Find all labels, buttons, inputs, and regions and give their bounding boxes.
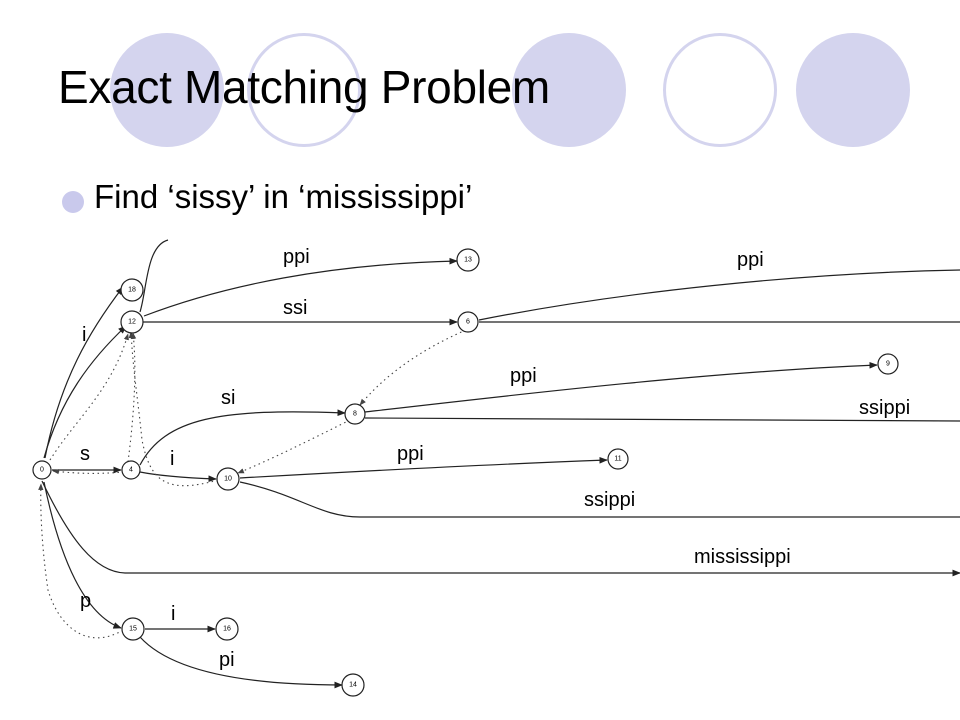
tree-node: 16 — [215, 617, 239, 641]
edge-label: ssippi — [859, 397, 910, 419]
tree-edge — [139, 239, 169, 313]
decorative-circle-filled-1 — [110, 33, 224, 147]
slide-title: Exact Matching Problem — [58, 61, 550, 113]
edge-label: i — [171, 603, 175, 625]
tree-edge — [139, 409, 346, 466]
node-label: 9 — [886, 361, 890, 368]
tree-node: 11 — [607, 448, 629, 470]
tree-node: 6 — [457, 311, 479, 333]
edge-label: p — [80, 590, 91, 612]
decorative-circle-ring-1 — [247, 33, 361, 147]
decorative-circle-filled-2 — [512, 33, 626, 147]
node-label: 16 — [223, 626, 231, 633]
node-label: 8 — [353, 411, 357, 418]
bullet-dot-icon — [62, 191, 84, 213]
tree-edge — [239, 456, 608, 479]
node-label: 11 — [614, 456, 621, 463]
edge-label: ppi — [283, 246, 310, 268]
suffix-link — [127, 332, 137, 463]
node-label: 6 — [466, 319, 470, 326]
tree-node: 9 — [877, 353, 899, 375]
tree-node: 15 — [121, 617, 145, 641]
suffix-link — [359, 329, 467, 406]
suffix-link — [49, 333, 129, 461]
tree-edge — [41, 480, 960, 577]
tree-node: 13 — [456, 248, 480, 272]
tree-edge — [44, 286, 124, 459]
suffix-link — [38, 483, 124, 639]
edge-label: mississippi — [694, 546, 791, 568]
edge-label: pi — [219, 649, 235, 671]
tree-node: 18 — [120, 278, 144, 302]
edge-label: ssippi — [584, 489, 635, 511]
node-label: 12 — [128, 319, 136, 326]
edge-label: ppi — [397, 443, 424, 465]
edge-label: s — [80, 443, 90, 465]
decorative-circle-ring-2 — [663, 33, 777, 147]
bullet-text: Find ‘sissy’ in ‘mississippi’ — [94, 178, 473, 215]
tree-edge — [139, 636, 343, 689]
edge-label: i — [170, 448, 174, 470]
node-label: 14 — [349, 682, 357, 689]
suffix-link — [128, 331, 219, 487]
tree-edge — [143, 257, 458, 317]
tree-node: 10 — [216, 467, 240, 491]
tree-node: 0 — [32, 460, 52, 480]
tree-edge — [239, 481, 960, 518]
node-label: 0 — [40, 467, 44, 474]
edge-label: si — [221, 387, 235, 409]
node-label: 13 — [464, 257, 472, 264]
suffix-link — [237, 419, 351, 474]
edge-label: ssi — [283, 297, 307, 319]
decorative-circle-filled-3 — [796, 33, 910, 147]
suffix-link — [52, 469, 125, 475]
tree-node: 14 — [341, 673, 365, 697]
tree-edge — [43, 481, 122, 629]
tree-edge — [478, 269, 960, 321]
edge-label: i — [82, 324, 86, 346]
node-label: 10 — [224, 476, 232, 483]
node-label: 18 — [128, 287, 136, 294]
tree-edge — [43, 325, 127, 459]
node-label: 15 — [129, 626, 137, 633]
edge-label: ppi — [510, 365, 537, 387]
edge-label: ppi — [737, 249, 764, 271]
tree-edge — [139, 471, 217, 483]
tree-node: 8 — [344, 403, 366, 425]
tree-node: 12 — [120, 310, 144, 334]
tree-node: 4 — [121, 460, 141, 480]
node-label: 4 — [129, 467, 133, 474]
tree-edge — [364, 361, 878, 413]
